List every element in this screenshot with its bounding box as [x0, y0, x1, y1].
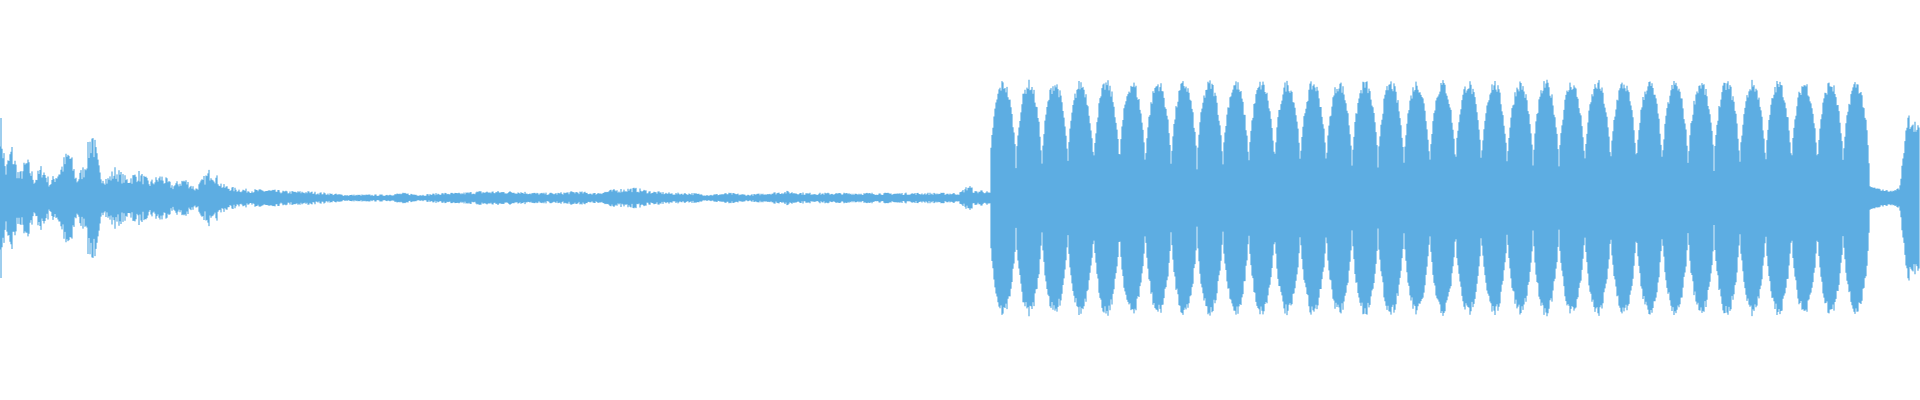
- waveform-path: [0, 79, 1920, 317]
